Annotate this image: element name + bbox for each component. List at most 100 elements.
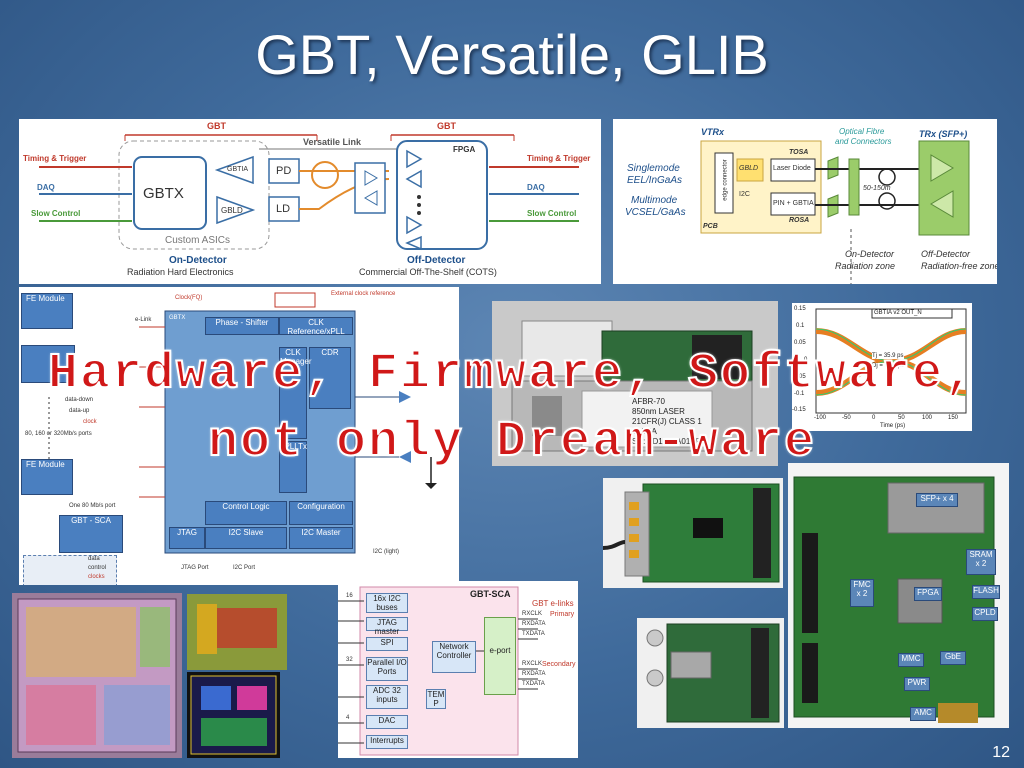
chip-layout-svg: [190, 675, 277, 755]
daq-left: DAQ: [37, 183, 55, 192]
optical-fibre-label: Optical Fibre: [839, 127, 885, 136]
eye-ytick-4: -0.05: [792, 374, 806, 380]
i2c-slave-label: I2C Slave: [228, 528, 264, 537]
eye-ytick-2: 0.05: [794, 340, 806, 346]
sca-n32: 32: [346, 657, 353, 663]
sfp-label-4: CHINA: [632, 427, 657, 436]
eye-ytick-3: 0: [804, 357, 808, 363]
gbld-label: GBLD: [221, 206, 243, 215]
gbt-system-svg: [39, 134, 579, 251]
fe-module-3: FE Module: [21, 459, 73, 495]
distance-label: 50-150m: [863, 185, 891, 192]
glib-sram-label: SRAM x 2: [969, 550, 993, 568]
sca-primary-label: Primary: [550, 611, 575, 618]
vtrx-diagram: VTRx Singlemode EEL/InGaAs Multimode VCS…: [613, 119, 997, 284]
off-detector-sub: Commercial Off-The-Shelf (COTS): [359, 267, 497, 277]
sca-n4: 4: [346, 715, 350, 721]
glib-mmc-label: MMC: [901, 654, 921, 663]
fe-module-1-label: FE Module: [26, 294, 65, 303]
glib-amc-label-box: AMC: [910, 707, 936, 721]
sca-jtag-box: JTAG master: [366, 617, 408, 636]
custom-asics-label: Custom ASICs: [165, 235, 231, 246]
daq-right: DAQ: [527, 183, 545, 192]
fe-module-3-label: FE Module: [26, 460, 65, 469]
sca-eport-label: e-port: [489, 646, 511, 655]
singlemode-label: Singlemode: [627, 163, 680, 174]
glib-gbe-label-box: GbE: [940, 651, 966, 665]
asic-layout-photo: [12, 593, 182, 758]
overlay-headline-line1: Hardware, Firmware, Software,: [47, 345, 977, 404]
legend-box: data control clocks: [23, 555, 117, 585]
glib-fpga-label-box: FPGA: [914, 587, 942, 601]
fpga-label: FPGA: [453, 145, 476, 154]
glib-flash-label-box: FLASH: [972, 585, 1000, 599]
sca-network-box: Network Controller: [432, 641, 476, 673]
i2c-master-block: I2C Master: [289, 527, 353, 549]
jtag-block: JTAG: [169, 527, 205, 549]
glib-fmc-label-box: FMC x 2: [850, 579, 874, 607]
jtag-port-label: JTAG Port: [181, 565, 209, 571]
eye-xtick-4: 100: [922, 415, 933, 421]
sca-eport-box: e-port: [484, 617, 516, 695]
sca-network-label: Network Controller: [436, 642, 472, 660]
sca-i2c-box: 16x I2C buses: [366, 593, 408, 613]
glib-fpga-label: FPGA: [917, 588, 939, 597]
gbt-sca-diagram: 16x I2C buses JTAG master SPI Parallel I…: [338, 581, 578, 758]
eye-ytick-5: -0.1: [794, 391, 805, 397]
sfp-label-1: AFBR-70: [632, 397, 665, 406]
configuration-block: Configuration: [289, 501, 353, 525]
vcsel-label: VCSEL/GaAs: [625, 207, 686, 218]
fmc-card-photo: [603, 478, 783, 588]
sca-parallel-box: Parallel I/O Ports: [366, 657, 408, 681]
ld-label: LD: [276, 203, 291, 215]
trx-title: TRx (SFP+): [919, 129, 968, 139]
sca-rxclk2: RXCLK: [522, 661, 543, 667]
i2c-master-label: I2C Master: [301, 528, 341, 537]
sca-txdata2: TXDATA: [522, 681, 545, 687]
vtrx-on-detector: On-Detector: [845, 249, 895, 259]
sfp-transceiver-photo: AFBR-70 850nm LASER 21CFR(J) CLASS 1 CHI…: [492, 301, 778, 466]
control-logic-label: Control Logic: [222, 502, 270, 511]
multimode-label: Multimode: [631, 195, 678, 206]
on-detector-sub: Radiation Hard Electronics: [127, 267, 234, 277]
data-down-label: data-down: [65, 397, 94, 403]
glib-mmc-label-box: MMC: [898, 653, 924, 667]
cdr-block: CDR: [309, 347, 351, 409]
vtrx-on-zone: Radiation zone: [835, 261, 896, 271]
clock-label: clock: [83, 419, 97, 425]
i2c-port-label: I2C Port: [233, 565, 256, 571]
sca-elinks-label: GBT e-links: [532, 599, 574, 608]
sfp-label-3: 21CFR(J) CLASS 1: [632, 417, 702, 426]
eye-tj: Tj = 35.9 ps: [872, 353, 904, 359]
one-port-label: One 80 Mb/s port: [69, 503, 116, 509]
slow-control-right: Slow Control: [527, 209, 577, 218]
sca-adc-label: ADC 32 inputs: [372, 686, 401, 704]
gbt-system-diagram: GBT Versatile Link GBT Timing & Trigger …: [19, 119, 601, 284]
glib-board-svg: [793, 476, 995, 723]
glib-sfp-label-box: SFP+ x 4: [916, 493, 958, 507]
eye-xtick-5: 150: [948, 415, 959, 421]
sfp-cage-card-svg: [646, 623, 780, 723]
gbtia-label: GBTIA: [227, 166, 249, 173]
eye-diagram: GBTIA v2 OUT_N Tj = 35.9 ps Dj = 12.9 ps…: [792, 303, 972, 431]
glib-cpld-label-box: CPLD: [972, 607, 998, 621]
fe-module-2: [21, 345, 75, 383]
eye-xtick-0: -100: [814, 415, 827, 421]
slide-title: GBT, Versatile, GLIB: [255, 23, 769, 86]
sca-i2c-label: 16x I2C buses: [373, 594, 401, 612]
sca-spi-label: SPI: [380, 638, 394, 647]
versatile-link-label: Versatile Link: [303, 137, 362, 147]
eplltx-label: ePLLTx: [280, 442, 307, 451]
eplltx-block: ePLLTx: [279, 441, 307, 493]
glib-pwr-label: PWR: [907, 678, 927, 687]
phase-shifter-label: Phase - Shifter: [215, 318, 269, 327]
legend-clocks: clocks: [88, 574, 105, 580]
glib-pwr-label-box: PWR: [904, 677, 930, 691]
eye-diagram-svg: [815, 308, 967, 414]
glib-gbe-label: GbE: [944, 652, 961, 661]
eye-xlabel: Time (ps): [880, 423, 906, 429]
glib-sram-label-box: SRAM x 2: [966, 549, 996, 575]
external-clock-label: External clock reference: [331, 291, 396, 297]
fmc-card-svg: [603, 483, 780, 583]
eye-xtick-1: -50: [842, 415, 851, 421]
